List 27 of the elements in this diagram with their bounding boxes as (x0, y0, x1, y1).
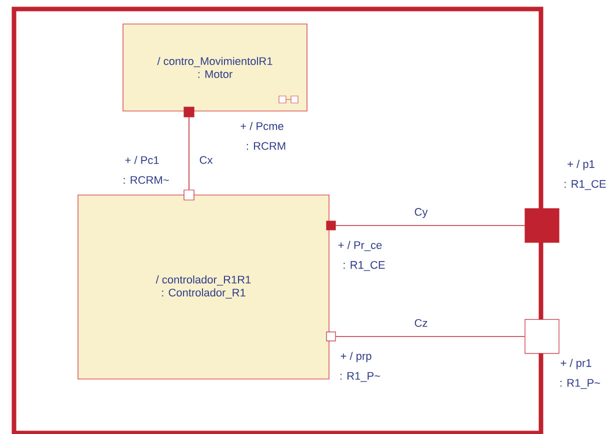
port-label: : R1_CE (342, 260, 386, 272)
port-label: : R1_CE (563, 180, 607, 190)
connector-line (188, 116, 190, 190)
connector-line (335, 225, 526, 226)
port-label: + / prp (340, 351, 372, 363)
port-square (184, 106, 194, 118)
part-box: / controlador_R1R1 : Controlador_R1 (78, 194, 330, 380)
edge-label: Cy (413, 207, 429, 219)
port-label: + / Pr_ce (337, 240, 383, 252)
edge-label: Cx (198, 155, 214, 165)
frame-border (12, 6, 544, 434)
port-label: + / Pc1 (124, 155, 160, 165)
port-label: + / p1 (566, 159, 596, 171)
port-label: : R1_P~ (558, 378, 602, 390)
port-square (326, 332, 336, 342)
part-box: / contro_MovimientolR1 : Motor (122, 24, 308, 112)
port-label: : R1_P~ (338, 372, 382, 382)
port-label: + / Pcme (240, 121, 284, 131)
port-label: : RCRM~ (122, 176, 170, 184)
port-label: + / pr1 (560, 358, 592, 370)
port-label: : RCRM (245, 142, 287, 150)
port-square (524, 319, 560, 354)
port-square (184, 190, 194, 200)
port-square (326, 220, 336, 230)
port-square (524, 208, 560, 243)
edge-label: Cz (413, 318, 429, 328)
connector-line (335, 336, 526, 337)
